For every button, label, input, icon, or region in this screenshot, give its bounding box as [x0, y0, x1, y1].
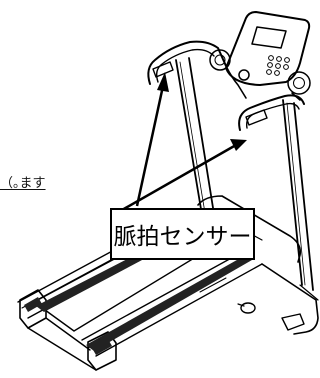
left-upright	[175, 57, 215, 216]
right-handrail	[238, 94, 305, 131]
pulse-sensor-label: 脈拍センサー	[110, 208, 255, 260]
left-grip-sensor	[152, 61, 174, 78]
arrow-head-left	[157, 72, 169, 92]
safety-key	[238, 69, 250, 81]
belt-stripe-right	[86, 256, 252, 351]
console-screen	[251, 26, 287, 49]
speaker-right	[287, 71, 311, 95]
keypad	[266, 55, 290, 76]
right-grip-sensor	[245, 109, 268, 126]
arrow-to-left-sensor	[135, 85, 165, 207]
rear-cap-dark-left	[24, 297, 42, 312]
motor-cover	[197, 195, 302, 263]
rear-end-cap-right	[87, 331, 117, 371]
front-foot	[281, 313, 305, 331]
rear-cap-dark-right	[92, 339, 112, 355]
front-base	[261, 263, 319, 335]
speaker-left	[209, 49, 231, 71]
truncated-note-text: ます。）	[0, 176, 46, 191]
rear-roller	[45, 317, 91, 351]
right-upright	[282, 99, 314, 291]
left-handrail	[147, 40, 227, 85]
console-panel	[225, 11, 311, 86]
transport-wheel	[240, 302, 256, 314]
arrow-to-right-sensor	[121, 143, 237, 212]
arrow-head-right	[230, 139, 247, 151]
callout-arrows	[121, 72, 247, 212]
